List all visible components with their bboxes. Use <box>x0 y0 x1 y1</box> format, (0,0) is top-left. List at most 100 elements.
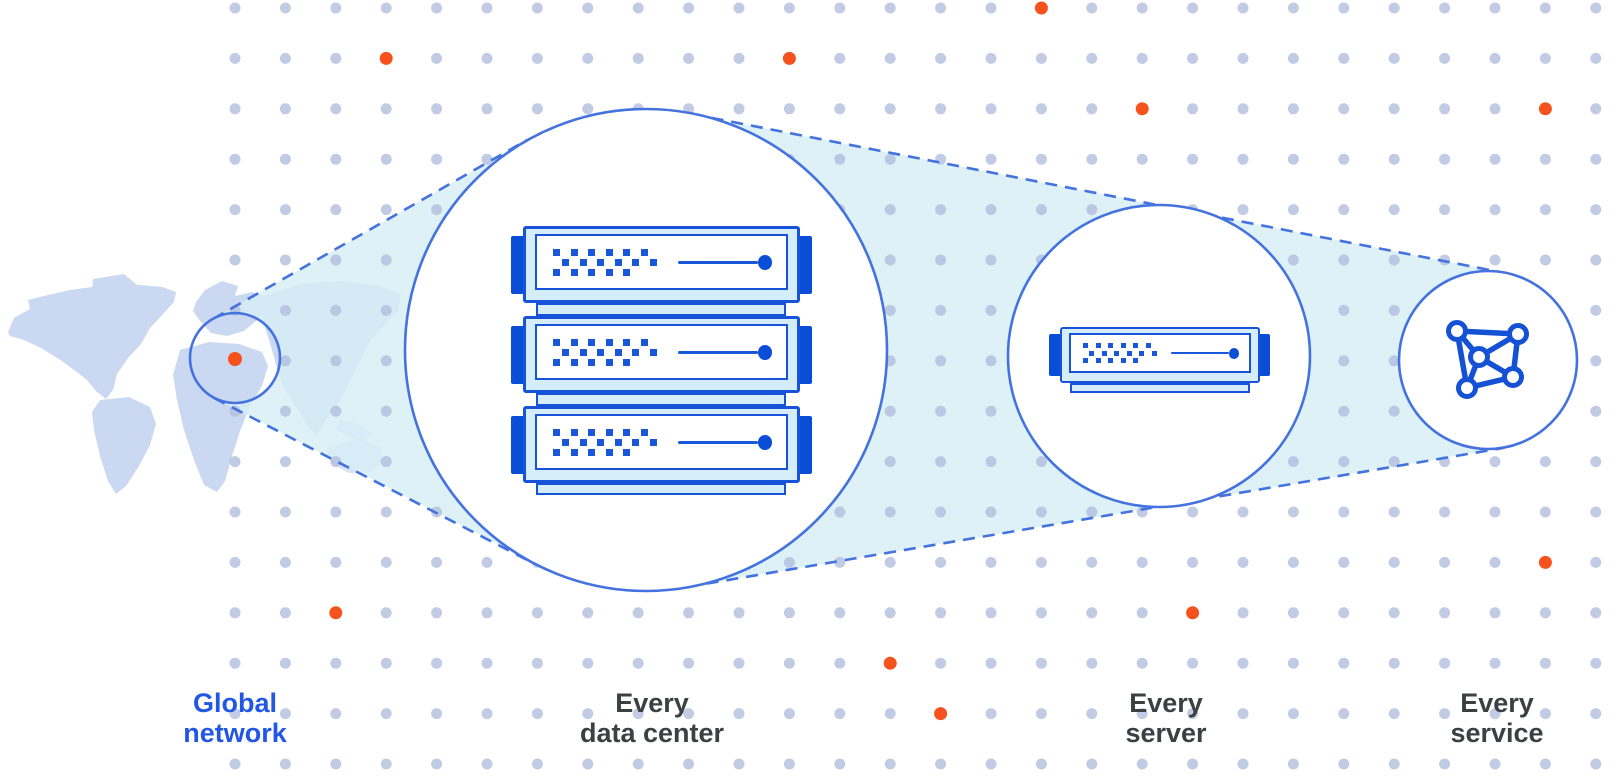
grid-dot <box>783 103 795 115</box>
grid-dot <box>229 52 241 64</box>
grid-dot <box>1338 506 1350 518</box>
grid-dot <box>229 607 241 619</box>
grid-dot <box>733 103 745 115</box>
grid-dot <box>935 355 947 367</box>
grid-dot <box>985 405 997 417</box>
grid-dot <box>1035 204 1047 216</box>
server-unit <box>1060 327 1260 383</box>
grid-dot <box>1237 758 1249 770</box>
mesh-node <box>1507 323 1529 345</box>
grid-dot <box>1590 52 1602 64</box>
grid-dot <box>1338 304 1350 316</box>
grid-dot <box>1287 2 1299 14</box>
grid-dot <box>1338 607 1350 619</box>
server-led <box>757 254 772 270</box>
grid-dot <box>884 204 896 216</box>
grid-dot <box>1237 204 1249 216</box>
grid-dot <box>1035 456 1047 468</box>
grid-dot <box>1489 204 1501 216</box>
grid-dot <box>582 607 594 619</box>
grid-dot <box>1035 506 1047 518</box>
grid-dot <box>229 556 241 568</box>
grid-dot <box>582 657 594 669</box>
grid-dot <box>884 708 896 720</box>
grid-dot <box>1388 708 1400 720</box>
grid-dot <box>229 103 241 115</box>
server-slot-line <box>677 260 758 264</box>
grid-dot <box>935 657 947 669</box>
grid-dot <box>1287 103 1299 115</box>
grid-dot <box>884 456 896 468</box>
grid-dot <box>1489 2 1501 14</box>
grid-dot <box>1287 456 1299 468</box>
grid-dot <box>1287 254 1299 266</box>
grid-dot <box>1086 103 1098 115</box>
grid-dot <box>985 456 997 468</box>
zoom-dashed-lines <box>212 112 1506 589</box>
grid-dot <box>1136 657 1148 669</box>
grid-dot <box>1539 254 1551 266</box>
grid-dot <box>1439 657 1451 669</box>
grid-dot <box>1539 204 1551 216</box>
grid-dot <box>884 153 896 165</box>
grid-dot <box>330 52 342 64</box>
grid-dot <box>935 556 947 568</box>
grid-dot <box>1237 556 1249 568</box>
grid-dot <box>1590 254 1602 266</box>
grid-dot <box>1035 103 1047 115</box>
grid-dot <box>733 2 745 14</box>
grid-dot <box>683 2 695 14</box>
grid-dot <box>683 607 695 619</box>
grid-dot <box>1035 607 1047 619</box>
grid-dot <box>985 254 997 266</box>
rack-base <box>536 483 786 495</box>
server-unit <box>523 406 800 483</box>
grid-dot <box>985 556 997 568</box>
grid-dot <box>1539 657 1551 669</box>
grid-dot <box>985 304 997 316</box>
grid-dot <box>1187 103 1199 115</box>
grid-dot <box>985 506 997 518</box>
grid-dot <box>935 506 947 518</box>
accent-dot <box>883 656 897 670</box>
grid-dot <box>632 657 644 669</box>
grid-dot <box>1388 204 1400 216</box>
grid-dot <box>1035 708 1047 720</box>
label-line: server <box>1125 718 1207 748</box>
server-base <box>1070 383 1250 393</box>
grid-dot <box>380 556 392 568</box>
grid-dot <box>1086 556 1098 568</box>
grid-dot <box>1338 657 1350 669</box>
grid-dot <box>1086 204 1098 216</box>
grid-dot <box>481 607 493 619</box>
grid-dot <box>1489 153 1501 165</box>
grid-dot <box>1388 556 1400 568</box>
grid-dot <box>834 153 846 165</box>
grid-dot <box>229 708 241 720</box>
grid-dot <box>935 52 947 64</box>
grid-dot <box>1489 456 1501 468</box>
server-unit <box>523 226 800 303</box>
grid-dot <box>531 2 543 14</box>
grid-dot <box>884 405 896 417</box>
grid-dot <box>1187 556 1199 568</box>
grid-dot <box>1590 2 1602 14</box>
grid-dot <box>1489 103 1501 115</box>
grid-dot <box>229 506 241 518</box>
grid-dot <box>330 304 342 316</box>
grid-dot <box>1388 153 1400 165</box>
label-line: service <box>1450 718 1544 748</box>
server-tab-right <box>796 326 812 384</box>
grid-dot <box>1489 607 1501 619</box>
grid-dot <box>1489 506 1501 518</box>
grid-dot <box>1136 153 1148 165</box>
grid-dot <box>1590 506 1602 518</box>
grid-dot <box>279 2 291 14</box>
grid-dot <box>1136 52 1148 64</box>
grid-dot <box>582 52 594 64</box>
grid-dot <box>531 607 543 619</box>
grid-dot <box>582 758 594 770</box>
grid-dot <box>1590 708 1602 720</box>
accent-dot <box>782 51 796 65</box>
grid-dot <box>985 758 997 770</box>
